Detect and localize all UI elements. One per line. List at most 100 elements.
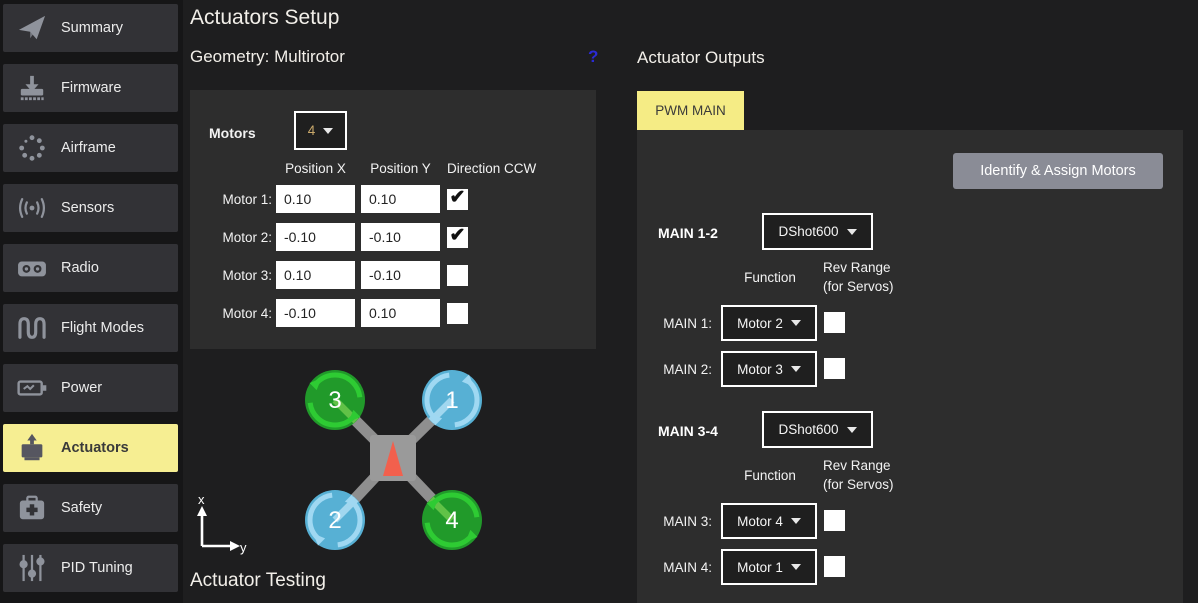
- chevron-down-icon: [790, 320, 801, 326]
- firmware-download-icon: [3, 74, 61, 102]
- motor-count-value: 4: [307, 123, 316, 138]
- geometry-label: Geometry: Multirotor: [190, 47, 345, 66]
- main-output-row-label: MAIN 2:: [663, 362, 712, 377]
- rev-range-header-line1: Rev Range: [823, 458, 891, 473]
- motor2-position-x-input[interactable]: [276, 223, 355, 251]
- main4-function-dropdown[interactable]: Motor 1: [721, 549, 817, 585]
- quadcopter-geometry-diagram: 3 1 2: [305, 370, 482, 550]
- motor-row-label: Motor 3:: [222, 268, 272, 283]
- main-3-4-protocol-dropdown[interactable]: DShot600: [762, 411, 873, 448]
- actuator-testing-title: Actuator Testing: [190, 570, 326, 591]
- signal-icon: [3, 194, 61, 222]
- chevron-down-icon: [323, 127, 334, 134]
- svg-text:1: 1: [445, 387, 458, 414]
- pwm-main-panel: [637, 130, 1183, 603]
- sidebar-item-label: Airframe: [61, 140, 116, 156]
- motor-count-dropdown[interactable]: 4: [294, 111, 347, 150]
- motors-count-label: Motors: [209, 125, 256, 141]
- sidebar-item-safety[interactable]: Safety: [3, 484, 178, 532]
- sidebar-item-label: Sensors: [61, 200, 115, 216]
- radio-icon: [3, 255, 61, 281]
- main3-function-dropdown[interactable]: Motor 4: [721, 503, 817, 539]
- axis-y-label: y: [240, 540, 247, 555]
- motor4-disc: 4: [422, 490, 482, 550]
- chevron-down-icon: [846, 426, 857, 433]
- motor4-ccw-checkbox[interactable]: [447, 303, 468, 324]
- battery-icon: [3, 376, 61, 400]
- column-header-direction-ccw: Direction CCW: [447, 161, 537, 176]
- geometry-help-link[interactable]: ?: [588, 47, 599, 66]
- motor1-position-y-input[interactable]: [361, 185, 440, 213]
- motor2-disc: 2: [305, 490, 365, 550]
- page-title: Actuators Setup: [190, 6, 340, 29]
- sidebar-item-radio[interactable]: Radio: [3, 244, 178, 292]
- main2-function-dropdown[interactable]: Motor 3: [721, 351, 817, 387]
- sidebar-item-power[interactable]: Power: [3, 364, 178, 412]
- svg-text:2: 2: [328, 507, 341, 534]
- first-aid-icon: [3, 494, 61, 522]
- column-header-position-y: Position Y: [370, 161, 431, 176]
- main-1-2-protocol-dropdown[interactable]: DShot600: [762, 213, 873, 250]
- sidebar-item-label: Actuators: [61, 440, 129, 456]
- sidebar-item-summary[interactable]: Summary: [3, 4, 178, 52]
- motor2-ccw-checkbox[interactable]: ✔: [447, 226, 468, 248]
- sidebar-item-firmware[interactable]: Firmware: [3, 64, 178, 112]
- sidebar-item-label: Power: [61, 380, 103, 396]
- axis-indicator: x y: [197, 492, 247, 555]
- identify-assign-motors-button[interactable]: Identify & Assign Motors: [953, 153, 1163, 189]
- motor-row-label: Motor 4:: [222, 306, 272, 321]
- rev-range-header-line1: Rev Range: [823, 260, 891, 275]
- wave-icon: [3, 315, 61, 341]
- motor3-position-x-input[interactable]: [276, 261, 355, 289]
- tab-pwm-main[interactable]: PWM MAIN: [637, 91, 744, 130]
- main1-rev-range-checkbox[interactable]: [824, 312, 845, 333]
- svg-text:3: 3: [328, 387, 341, 414]
- motor4-position-x-input[interactable]: [276, 299, 355, 327]
- heading-arrow-icon: [383, 441, 403, 476]
- chevron-down-icon: [846, 228, 857, 235]
- main2-rev-range-checkbox[interactable]: [824, 358, 845, 379]
- main-3-4-group-label: MAIN 3-4: [658, 423, 718, 439]
- rev-range-header-line2: (for Servos): [823, 279, 894, 294]
- sidebar-item-label: Flight Modes: [61, 320, 145, 336]
- main-output-row-label: MAIN 1:: [663, 316, 712, 331]
- airframe-dots-icon: [3, 133, 61, 163]
- chevron-down-icon: [790, 366, 801, 372]
- motor-icon: [3, 432, 61, 464]
- main4-rev-range-checkbox[interactable]: [824, 556, 845, 577]
- sidebar-item-airframe[interactable]: Airframe: [3, 124, 178, 172]
- main-1-2-group-label: MAIN 1-2: [658, 225, 718, 241]
- sidebar-item-label: Safety: [61, 500, 103, 516]
- motor3-disc: 3: [305, 370, 365, 430]
- sidebar-item-label: Radio: [61, 260, 99, 276]
- sidebar-item-sensors[interactable]: Sensors: [3, 184, 178, 232]
- main-output-row-label: MAIN 3:: [663, 514, 712, 529]
- motor1-position-x-input[interactable]: [276, 185, 355, 213]
- sidebar-item-label: Summary: [61, 20, 124, 36]
- motor3-position-y-input[interactable]: [361, 261, 440, 289]
- motor1-ccw-checkbox[interactable]: ✔: [447, 188, 468, 210]
- setup-sidebar: Summary Firmware Airframe Sensors Radio: [0, 0, 183, 603]
- motor3-ccw-checkbox[interactable]: [447, 265, 468, 286]
- svg-text:4: 4: [445, 507, 458, 534]
- paper-plane-icon: [3, 14, 61, 42]
- sidebar-item-label: PID Tuning: [61, 560, 133, 576]
- chevron-down-icon: [790, 518, 801, 524]
- main-output-row-label: MAIN 4:: [663, 560, 712, 575]
- column-header-position-x: Position X: [285, 161, 346, 176]
- main1-function-dropdown[interactable]: Motor 2: [721, 305, 817, 341]
- sidebar-item-flight-modes[interactable]: Flight Modes: [3, 304, 178, 352]
- main3-rev-range-checkbox[interactable]: [824, 510, 845, 531]
- chevron-down-icon: [790, 564, 801, 570]
- function-header: Function: [744, 270, 796, 285]
- motor-row-label: Motor 1:: [222, 192, 272, 207]
- motor2-position-y-input[interactable]: [361, 223, 440, 251]
- sidebar-item-pid-tuning[interactable]: PID Tuning: [3, 544, 178, 592]
- sidebar-item-actuators[interactable]: Actuators: [3, 424, 178, 472]
- sidebar-item-label: Firmware: [61, 80, 122, 96]
- sliders-icon: [3, 553, 61, 583]
- axis-x-label: x: [198, 492, 205, 507]
- motor4-position-y-input[interactable]: [361, 299, 440, 327]
- motor-row-label: Motor 2:: [222, 230, 272, 245]
